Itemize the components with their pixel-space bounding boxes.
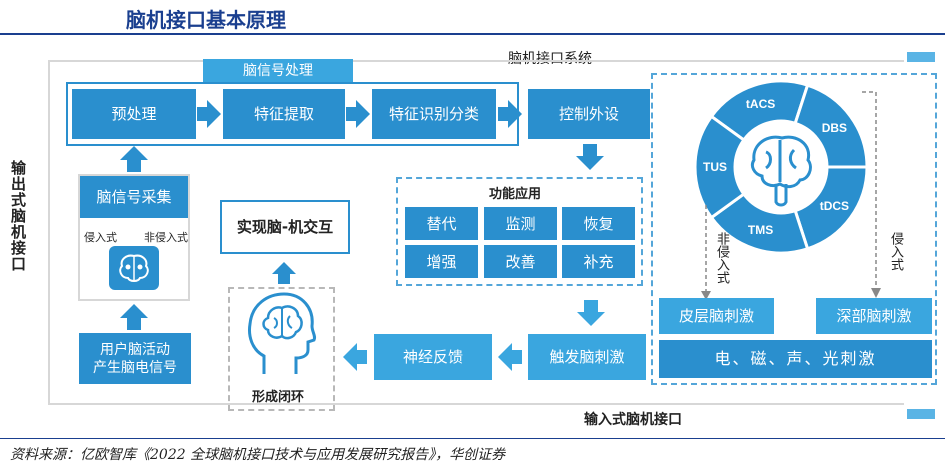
step-feature-classify: 特征识别分类 (372, 89, 496, 139)
user-activity-line2: 产生脑电信号 (93, 359, 177, 376)
neural-feedback-box: 神经反馈 (374, 334, 492, 380)
trigger-stim-box: 触发脑刺激 (528, 334, 646, 380)
invasive-arrow (862, 91, 881, 298)
brain-chip-glyph (119, 254, 149, 282)
wheel-label-tdcs: tDCS (820, 199, 849, 213)
stimulation-frame (651, 73, 937, 385)
user-activity-line1: 用户脑活动 (100, 341, 170, 358)
closed-loop-frame (228, 287, 335, 411)
function-restore: 恢复 (562, 207, 635, 240)
stimulation-wheel: tACS DBS tDCS TMS TUS (693, 79, 869, 255)
acquisition-frame (78, 174, 190, 301)
user-activity-box: 用户脑活动 产生脑电信号 (79, 333, 191, 384)
function-supplement: 补充 (562, 245, 635, 278)
arrow-left-2 (343, 343, 367, 371)
title-rule (0, 33, 945, 35)
invasive-label: 侵入式 (84, 231, 117, 244)
arrow-right-3 (498, 100, 522, 128)
signal-processing-header: 脑信号处理 (203, 59, 353, 83)
bci-interaction-box: 实现脑-机交互 (220, 200, 350, 254)
arrow-up-user (120, 304, 148, 330)
deep-stim-box: 深部脑刺激 (816, 298, 932, 334)
noninvasive-vertical-label: 非侵入式 (714, 232, 729, 284)
arrow-down-control (576, 144, 604, 170)
source-note: 资料来源：亿欧智库《2022 全球脑机接口技术与应用发展研究报告》，华创证券 (10, 447, 506, 463)
source-rule (0, 438, 945, 439)
wheel-segment-tus (693, 114, 746, 220)
function-replace: 替代 (405, 207, 478, 240)
function-improve: 改善 (484, 245, 557, 278)
head-brain-icon (248, 292, 317, 374)
page-title: 脑机接口基本原理 (126, 8, 286, 32)
arrow-down-function (577, 300, 605, 326)
function-title: 功能应用 (489, 187, 542, 202)
control-device-box: 控制外设 (528, 89, 650, 139)
wheel-label-dbs: DBS (822, 121, 847, 135)
arrow-right-2 (346, 100, 370, 128)
system-label: 脑机接口系统 (508, 51, 592, 67)
invasive-vertical-label: 侵入式 (888, 232, 903, 271)
noninvasive-label: 非侵入式 (144, 231, 188, 244)
function-frame (396, 177, 643, 286)
cortical-stim-box: 皮层脑刺激 (659, 298, 774, 334)
outer-frame-bottom (48, 403, 904, 405)
arrow-left-1 (498, 343, 522, 371)
arrow-right-1 (197, 100, 221, 128)
corner-marker-bottom (907, 409, 935, 419)
output-bci-label: 输出式脑机接口 (9, 160, 27, 272)
wheel-label-tacs: tACS (746, 97, 775, 111)
arrow-up-interaction (272, 262, 296, 284)
function-enhance: 增强 (405, 245, 478, 278)
closed-loop-label: 形成闭环 (252, 390, 305, 405)
outer-frame-left (48, 60, 50, 405)
step-preprocess: 预处理 (72, 89, 196, 139)
step-feature-extract: 特征提取 (223, 89, 345, 139)
noninvasive-arrow (701, 205, 711, 300)
acquisition-title: 脑信号采集 (80, 176, 188, 218)
input-bci-label: 输入式脑机接口 (584, 412, 682, 428)
corner-marker-top (907, 52, 935, 62)
physical-stim-box: 电、磁、声、光刺激 (659, 340, 932, 378)
function-monitor: 监测 (484, 207, 557, 240)
wheel-label-tus: TUS (703, 160, 727, 174)
outer-frame-top (48, 60, 904, 62)
arrow-up-acquisition (120, 146, 148, 172)
wheel-label-tms: TMS (748, 223, 773, 237)
